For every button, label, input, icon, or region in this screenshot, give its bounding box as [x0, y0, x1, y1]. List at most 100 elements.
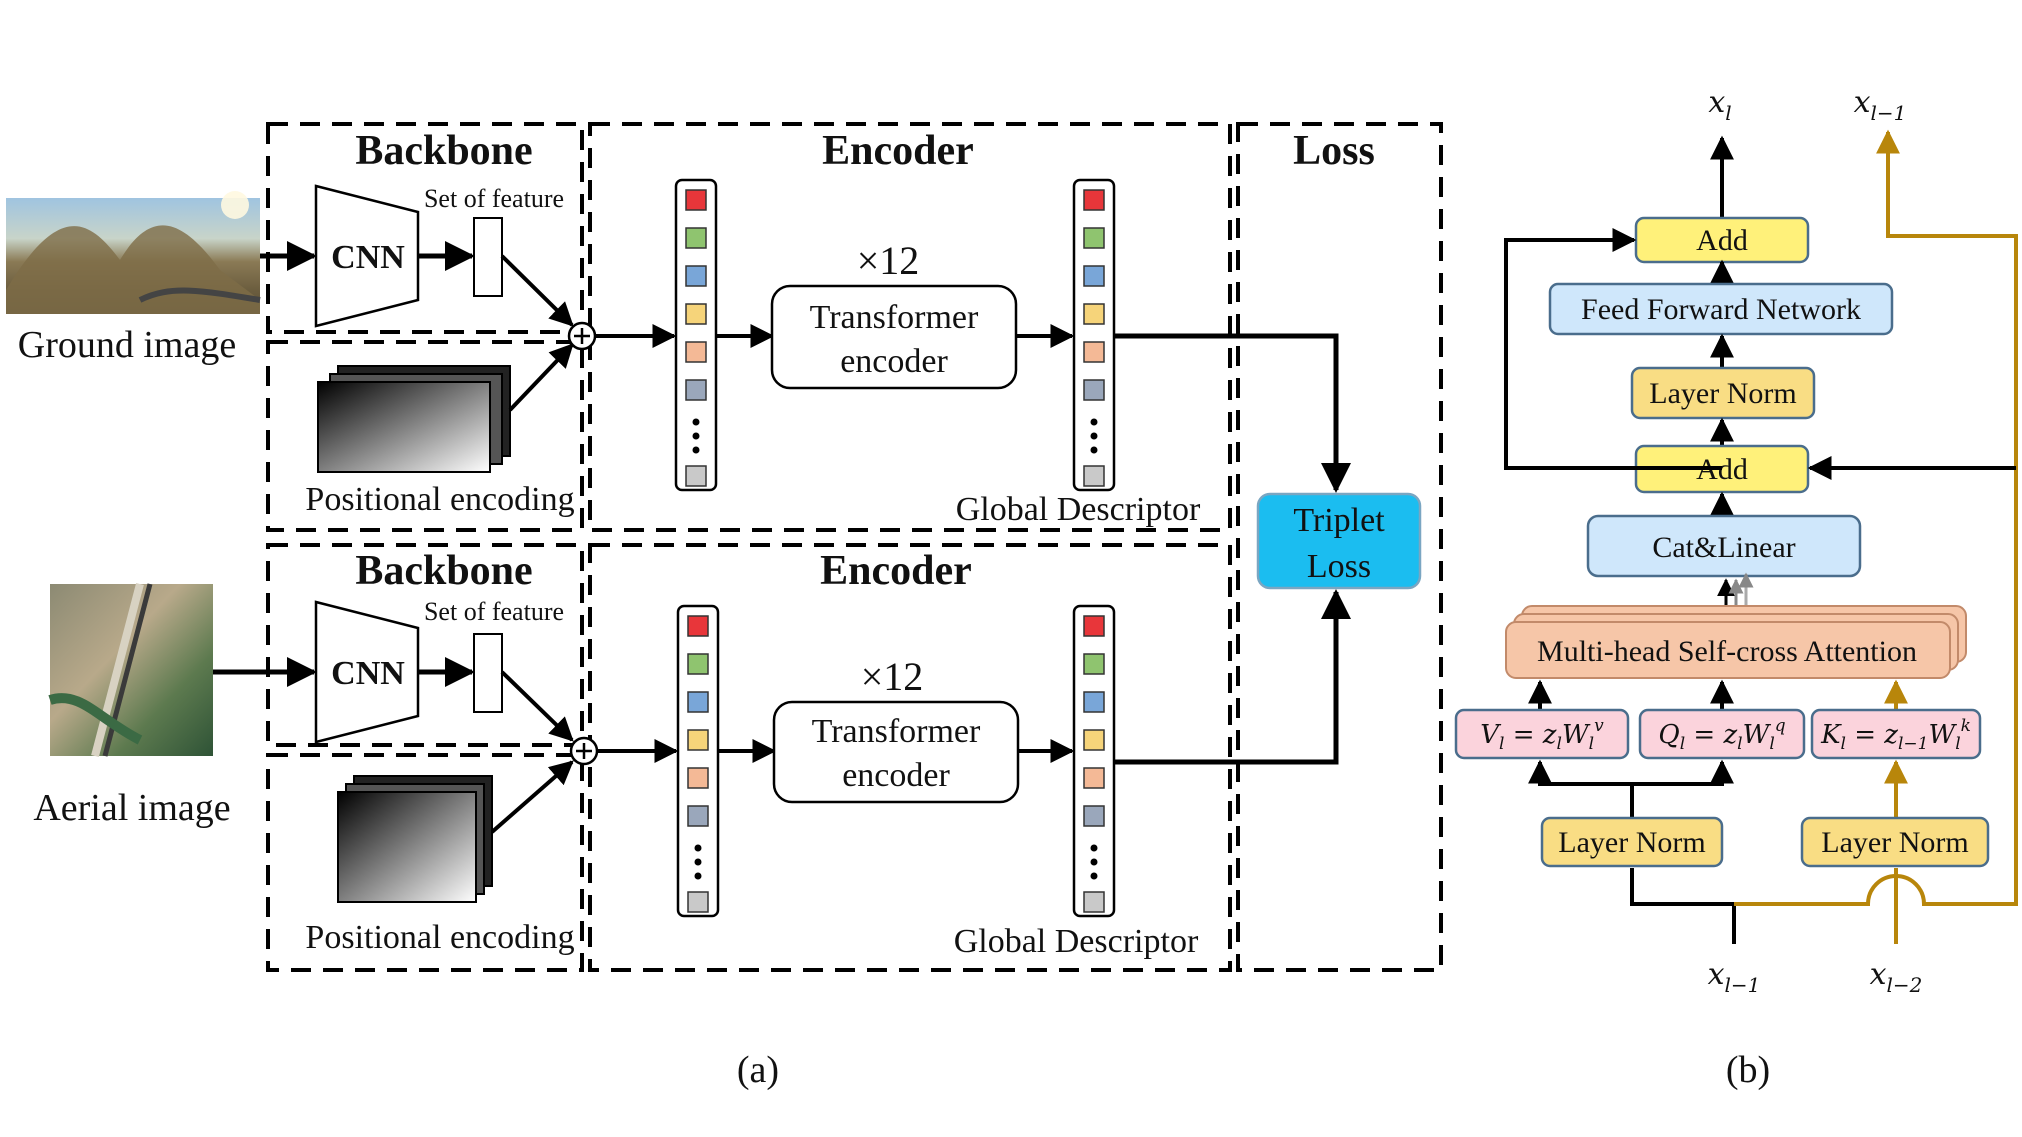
- backbone-frame-bottom: [266, 543, 584, 747]
- token-square: [1083, 691, 1105, 713]
- triplet-loss-box: [1256, 492, 1422, 590]
- ellipsis-dot: [1090, 872, 1098, 880]
- repeat-label-bottom: ×12: [861, 654, 924, 699]
- cnn-label-top: CNN: [331, 239, 405, 276]
- q-equation: Ql = zlWlq: [1658, 716, 1785, 754]
- encoder-title-bottom: Encoder: [820, 548, 972, 594]
- output-xl: xl: [1708, 85, 1731, 125]
- aerial-image: [48, 582, 213, 758]
- token-square: [1083, 265, 1105, 287]
- token-square: [685, 341, 707, 363]
- layer-norm-left: [1540, 816, 1724, 868]
- token-square: [685, 265, 707, 287]
- token-square: [1083, 379, 1105, 401]
- ellipsis-dot: [1090, 858, 1098, 866]
- ellipsis-dot: [692, 446, 700, 454]
- token-column-output-bottom: [1072, 604, 1116, 918]
- ellipsis-dot: [1090, 418, 1098, 426]
- caption-a: (a): [737, 1049, 779, 1091]
- transformer-line2-top: encoder: [840, 343, 948, 380]
- positional-frame-bottom: [266, 753, 584, 972]
- ellipsis-dot: [694, 844, 702, 852]
- layer-norm-left-label: Layer Norm: [1558, 826, 1705, 859]
- cnn-block-bottom: [314, 600, 420, 744]
- mhsca-label: Multi-head Self-cross Attention: [1537, 635, 1917, 668]
- ellipsis-dot: [692, 432, 700, 440]
- token-square: [1083, 805, 1105, 827]
- token-square: [1083, 465, 1105, 487]
- k-equation: Kl = zl−1Wlk: [1820, 716, 1971, 754]
- token-square: [685, 227, 707, 249]
- feature-label-bottom: Set of feature: [424, 597, 564, 626]
- add-node-top: [567, 321, 597, 351]
- ground-image-label: Ground image: [18, 324, 236, 366]
- v-equation: Vl = zlWlv: [1480, 716, 1604, 754]
- descriptor-label-bottom: Global Descriptor: [954, 923, 1199, 960]
- backbone-title-bottom: Backbone: [355, 548, 532, 594]
- encoder-frame-bottom: [588, 543, 1232, 972]
- positional-label-bottom: Positional encoding: [305, 919, 574, 956]
- cnn-label-bottom: CNN: [331, 655, 405, 692]
- loss-title: Loss: [1293, 128, 1375, 174]
- token-square: [687, 805, 709, 827]
- token-square: [1083, 653, 1105, 675]
- backbone-frame-top: [266, 122, 584, 334]
- mhsca-stack: [1505, 605, 1967, 679]
- add-label-top: Add: [1696, 224, 1748, 257]
- descriptor-label-top: Global Descriptor: [956, 491, 1201, 528]
- encoder-title-top: Encoder: [822, 128, 974, 174]
- feature-bar-bottom: [473, 633, 503, 713]
- k-box: [1810, 708, 1982, 760]
- positional-label-top: Positional encoding: [305, 481, 574, 518]
- aerial-image-label: Aerial image: [33, 787, 230, 829]
- layer-norm-right-label: Layer Norm: [1821, 826, 1968, 859]
- token-column-input-bottom: [676, 604, 720, 918]
- token-square: [1083, 891, 1105, 913]
- ellipsis-dot: [694, 872, 702, 880]
- feature-bar-top: [473, 217, 503, 297]
- caption-b: (b): [1726, 1049, 1770, 1091]
- positional-frame-top: [266, 340, 584, 532]
- ffn-label: Feed Forward Network: [1581, 293, 1861, 326]
- token-square: [685, 303, 707, 325]
- token-column-output-top: [1072, 178, 1116, 492]
- output-xl-minus-1: xl−1: [1854, 85, 1907, 125]
- token-square: [1083, 341, 1105, 363]
- token-square: [687, 691, 709, 713]
- feature-label-top: Set of feature: [424, 184, 564, 213]
- triplet-line2: Loss: [1307, 548, 1371, 585]
- add-node-bottom: [569, 736, 599, 766]
- repeat-label-top: ×12: [857, 238, 920, 283]
- panel-a: Ground image Aerial image Backbone Encod…: [6, 122, 1443, 1091]
- ellipsis-dot: [1090, 844, 1098, 852]
- token-square: [685, 379, 707, 401]
- ellipsis-dot: [1090, 446, 1098, 454]
- positional-encoding-stack-top: [317, 365, 511, 473]
- token-square: [685, 189, 707, 211]
- token-square: [1083, 729, 1105, 751]
- layer-norm-right: [1800, 816, 1990, 868]
- token-square: [687, 767, 709, 789]
- cat-linear-label: Cat&Linear: [1652, 531, 1795, 564]
- input-xl-minus-2: xl−2: [1870, 957, 1923, 997]
- layer-norm-top-label: Layer Norm: [1649, 377, 1796, 410]
- positional-encoding-stack-bottom: [337, 775, 493, 903]
- q-box: [1638, 708, 1806, 760]
- token-square: [687, 891, 709, 913]
- backbone-title-top: Backbone: [355, 128, 532, 174]
- panel-b: xl xl−1 Add Feed Forward Network Layer N…: [1454, 85, 2018, 1091]
- token-square: [1083, 189, 1105, 211]
- ellipsis-dot: [692, 418, 700, 426]
- token-square: [1083, 615, 1105, 637]
- ellipsis-dot: [1090, 432, 1098, 440]
- cat-linear-box: [1586, 514, 1862, 578]
- token-square: [1083, 303, 1105, 325]
- ground-image: [6, 191, 261, 314]
- transformer-line1-top: Transformer: [810, 299, 979, 336]
- ellipsis-dot: [694, 858, 702, 866]
- loss-frame: [1236, 122, 1443, 972]
- transformer-line2-bottom: encoder: [842, 757, 950, 794]
- token-square: [1083, 767, 1105, 789]
- token-column-input-top: [674, 178, 718, 492]
- input-xl-minus-1: xl−1: [1708, 957, 1761, 997]
